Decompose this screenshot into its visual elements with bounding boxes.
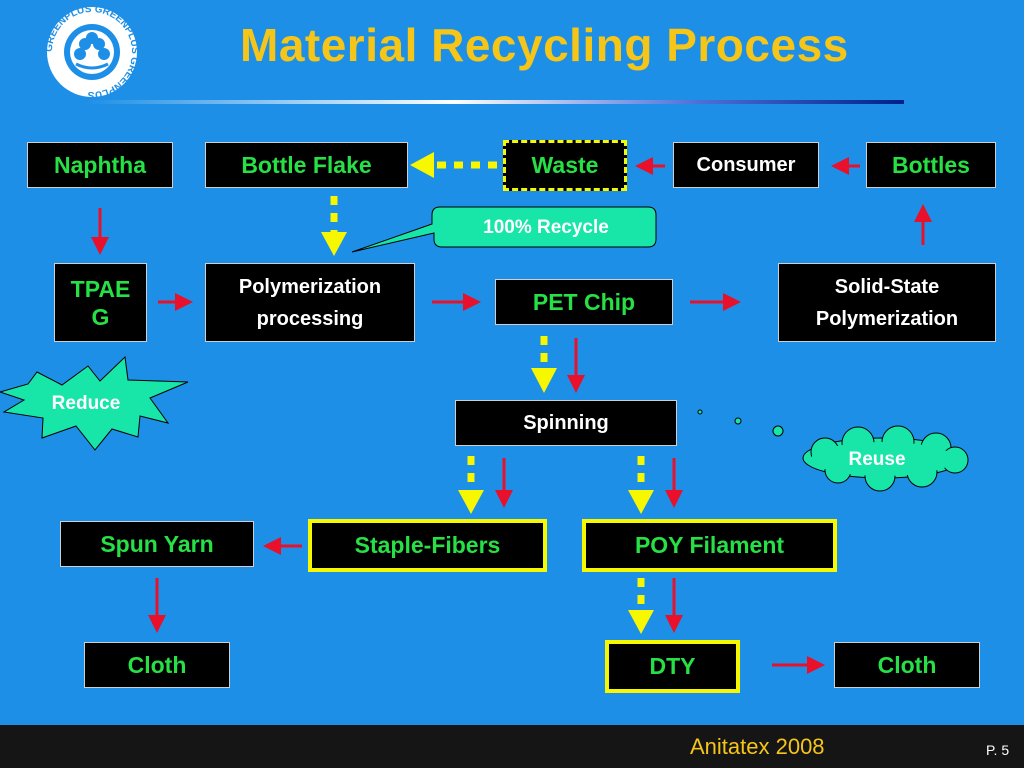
arrow-bottleflake-polymerization: [321, 196, 347, 256]
node-solid-state-polymerization: Solid-State Polymerization: [778, 263, 996, 342]
node-bottle-flake: Bottle Flake: [205, 142, 408, 188]
node-consumer: Consumer: [673, 142, 819, 188]
callout-recycle-label: 100% Recycle: [483, 217, 609, 238]
node-pet-chip: PET Chip: [495, 279, 673, 325]
arrow-spinning-staple-yellow: [458, 456, 484, 514]
arrow-petchip-spinning-yellow: [531, 336, 557, 393]
arrow-waste-bottleflake: [410, 152, 497, 178]
node-tpaeg: TPAE G: [54, 263, 147, 342]
node-dty: DTY: [605, 640, 740, 693]
greenplus-logo: GREENPLUS GREENPLUS GREENPLUS: [44, 4, 140, 100]
node-bottles: Bottles: [866, 142, 996, 188]
page-number: P. 5: [986, 742, 1010, 758]
arrow-spinning-poy-yellow: [628, 456, 654, 514]
node-cloth-left: Cloth: [84, 642, 230, 688]
footer-text: Anitatex 2008: [690, 734, 825, 759]
page-title: Material Recycling Process: [240, 19, 849, 71]
callout-reduce-shape: [0, 355, 189, 451]
callout-reuse-label: Reuse: [848, 449, 906, 470]
node-naphtha: Naphtha: [27, 142, 173, 188]
node-waste: Waste: [503, 140, 627, 191]
callout-reuse-shape: [697, 409, 969, 492]
footer-bar: [0, 725, 1024, 768]
node-spinning: Spinning: [455, 400, 677, 446]
callout-reduce-label: Reduce: [51, 393, 121, 414]
node-cloth-right: Cloth: [834, 642, 980, 688]
node-polymerization: Polymerization processing: [205, 263, 415, 342]
callout-recycle-shape: [351, 206, 657, 253]
node-spun-yarn: Spun Yarn: [60, 521, 254, 567]
node-poy-filament: POY Filament: [582, 519, 837, 572]
arrow-poy-dty-yellow: [628, 578, 654, 634]
title-divider: [86, 100, 904, 104]
node-staple-fibers: Staple-Fibers: [308, 519, 547, 572]
